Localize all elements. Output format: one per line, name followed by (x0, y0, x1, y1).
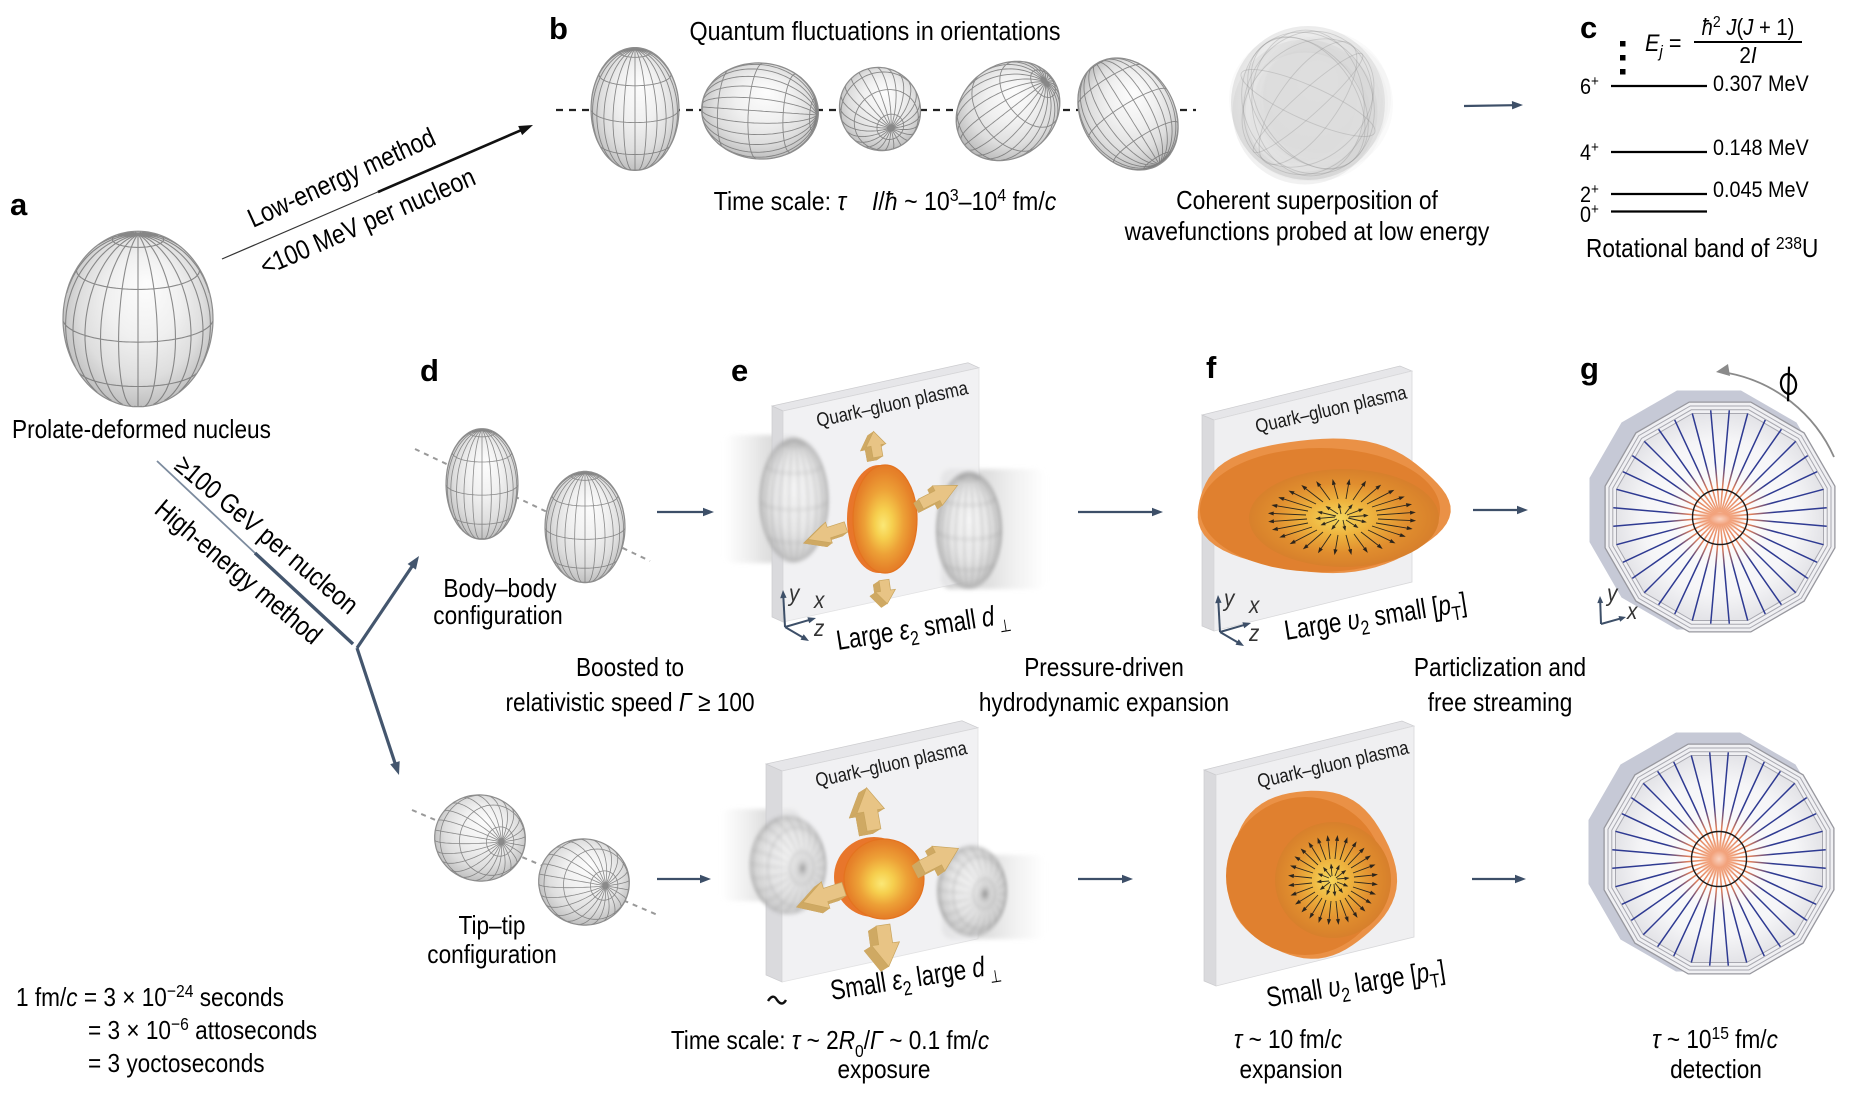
svg-text:y: y (787, 580, 801, 606)
svg-text:d: d (420, 353, 439, 388)
svg-text:e: e (731, 353, 748, 388)
svg-text:z: z (1248, 620, 1259, 646)
svg-text:Particlization and: Particlization and (1414, 654, 1586, 683)
svg-text:configuration: configuration (427, 941, 556, 970)
svg-text:z: z (813, 615, 824, 641)
svg-text:expansion: expansion (1239, 1056, 1342, 1085)
svg-text:τ ~ 1015 fm/c: τ ~ 1015 fm/c (1652, 1023, 1778, 1054)
svg-text:y: y (1605, 580, 1619, 606)
svg-text:Coherent superposition of: Coherent superposition of (1176, 187, 1438, 216)
svg-text:0.307 MeV: 0.307 MeV (1713, 72, 1809, 96)
svg-text:= 3 × 10−6 attoseconds: = 3 × 10−6 attoseconds (88, 1014, 317, 1045)
svg-text:b: b (549, 11, 568, 46)
svg-text:x: x (1626, 598, 1638, 624)
svg-text:x: x (813, 587, 825, 613)
svg-text:relativistic speed Γ ≥ 100: relativistic speed Γ ≥ 100 (505, 689, 754, 718)
svg-text:0.045 MeV: 0.045 MeV (1713, 178, 1809, 202)
svg-text:exposure: exposure (837, 1056, 930, 1085)
svg-text:ħ2 J(J + 1): ħ2 J(J + 1) (1702, 13, 1795, 40)
svg-text:2I: 2I (1739, 42, 1756, 68)
svg-text:Prolate-deformed nucleus: Prolate-deformed nucleus (12, 416, 271, 445)
svg-text:Body–body: Body–body (443, 575, 557, 604)
svg-text:hydrodynamic expansion: hydrodynamic expansion (979, 689, 1229, 718)
svg-text:Time scale: τ I/ħ ~ 103–104: Time scale: τ I/ħ ~ 103–104 fm/c (714, 185, 1057, 216)
svg-text:a: a (10, 187, 28, 222)
svg-text:f: f (1206, 350, 1217, 385)
svg-text:= 3 yoctoseconds: = 3 yoctoseconds (88, 1050, 265, 1079)
svg-text:1 fm/c = 3 × 10−24 seconds: 1 fm/c = 3 × 10−24 seconds (16, 981, 284, 1012)
svg-text:c: c (1580, 10, 1597, 45)
svg-text:Ej =: Ej = (1645, 29, 1681, 61)
svg-text:Quantum fluctuations in orient: Quantum fluctuations in orientations (690, 18, 1061, 46)
svg-text:g: g (1580, 351, 1599, 386)
svg-text:0.148 MeV: 0.148 MeV (1713, 136, 1809, 160)
svg-text:y: y (1222, 585, 1236, 611)
svg-text:Pressure-driven: Pressure-driven (1024, 654, 1184, 683)
svg-text:Tip–tip: Tip–tip (458, 912, 525, 941)
svg-text:detection: detection (1670, 1056, 1762, 1085)
svg-text:wavefunctions probed at low en: wavefunctions probed at low energy (1124, 218, 1490, 247)
svg-text:τ ~ 10 fm/c: τ ~ 10 fm/c (1234, 1026, 1342, 1055)
svg-text:configuration: configuration (433, 602, 562, 631)
svg-text:free streaming: free streaming (1428, 689, 1573, 718)
svg-text:x: x (1248, 592, 1260, 618)
svg-text:Boosted to: Boosted to (576, 654, 684, 683)
